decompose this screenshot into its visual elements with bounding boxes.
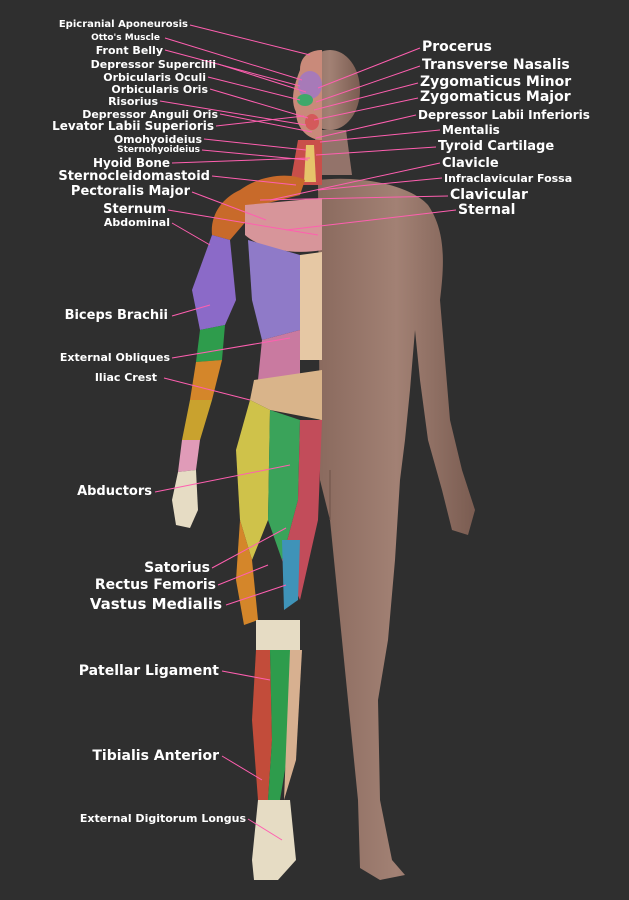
leader-line bbox=[247, 818, 283, 841]
leader-line bbox=[167, 209, 319, 236]
label-patellar-ligament: Patellar Ligament bbox=[78, 663, 219, 679]
leader-line bbox=[221, 670, 271, 681]
label-clavicular: Clavicular bbox=[450, 187, 528, 203]
label-depressor-labii-inferioris: Depressor Labii Inferioris bbox=[418, 108, 590, 122]
label-mentalis: Mentalis bbox=[442, 123, 500, 137]
label-clavicle: Clavicle bbox=[442, 156, 499, 171]
leader-line bbox=[189, 24, 311, 56]
label-satorius: Satorius bbox=[144, 560, 210, 576]
leader-line bbox=[191, 191, 267, 221]
leader-lines bbox=[154, 24, 457, 841]
leader-line bbox=[203, 138, 307, 151]
leader-line bbox=[171, 157, 311, 164]
leader-line bbox=[217, 564, 269, 586]
leader-line bbox=[171, 337, 291, 359]
label-pectoralis-major: Pectoralis Major bbox=[70, 184, 190, 199]
leader-line bbox=[221, 755, 263, 781]
leader-line bbox=[154, 464, 291, 493]
leader-line bbox=[317, 177, 443, 191]
label-tibialis-anterior: Tibialis Anterior bbox=[92, 748, 219, 764]
label-external-digitorum-longus: External Digitorum Longus bbox=[79, 812, 246, 825]
label-infraclavicular-fossa: Infraclavicular Fossa bbox=[444, 172, 573, 185]
label-iliac-crest: Iliac Crest bbox=[94, 371, 157, 384]
label-levator-labii-superioris: Levator Labii Superioris bbox=[52, 119, 214, 133]
label-zygomaticus-minor: Zygomaticus Minor bbox=[420, 74, 572, 90]
leader-line bbox=[319, 129, 441, 143]
leader-line bbox=[171, 222, 211, 246]
label-front-belly: Front Belly bbox=[95, 44, 163, 57]
leader-line bbox=[215, 115, 305, 127]
label-sternal: Sternal bbox=[458, 202, 516, 218]
muscle-half bbox=[172, 50, 322, 880]
label-procerus: Procerus bbox=[422, 39, 492, 55]
leader-line bbox=[211, 527, 287, 569]
label-abdominal: Abdominal bbox=[103, 216, 170, 229]
label-ottos-muscle: Otto's Muscle bbox=[91, 33, 160, 43]
leader-line bbox=[217, 63, 307, 93]
label-orbicularis-oris: Orbicularis Oris bbox=[111, 83, 208, 96]
label-sternohyoideius: Sternohyoideius bbox=[117, 145, 200, 155]
leader-line bbox=[209, 88, 309, 119]
label-biceps-brachii: Biceps Brachii bbox=[64, 308, 168, 323]
leader-line bbox=[164, 37, 303, 81]
label-zygomaticus-major: Zygomaticus Major bbox=[420, 89, 571, 105]
label-depressor-anguli-oris: Depressor Anguli Oris bbox=[82, 108, 218, 121]
leader-line bbox=[285, 209, 457, 231]
label-external-obliques: External Obliques bbox=[59, 351, 170, 364]
leader-line bbox=[315, 65, 421, 103]
leader-line bbox=[259, 195, 449, 201]
leader-line bbox=[225, 584, 287, 606]
leader-line bbox=[159, 100, 307, 126]
label-sternum: Sternum bbox=[103, 202, 166, 217]
label-risorius: Risorius bbox=[108, 95, 158, 108]
leader-line bbox=[219, 113, 313, 133]
leader-line bbox=[163, 377, 251, 401]
label-abductors: Abductors bbox=[77, 484, 152, 499]
label-depressor-supercilii: Depressor Supercilii bbox=[90, 58, 216, 71]
label-omohyoideius: Omohyoideius bbox=[113, 133, 202, 146]
label-rectus-femoris: Rectus Femoris bbox=[94, 577, 216, 593]
leader-line bbox=[164, 49, 301, 87]
label-orbicularis-oculi: Orbicularis Oculi bbox=[103, 71, 206, 84]
leader-line bbox=[207, 76, 301, 101]
leader-line bbox=[211, 175, 297, 186]
leader-line bbox=[317, 47, 421, 89]
leader-line bbox=[313, 97, 419, 121]
leader-line bbox=[269, 162, 441, 201]
leader-line bbox=[171, 304, 211, 317]
leader-line bbox=[315, 114, 417, 139]
label-transverse-nasalis: Transverse Nasalis bbox=[422, 57, 570, 73]
label-epicranial-aponeurosis: Epicranial Aponeurosis bbox=[58, 19, 188, 30]
leader-line bbox=[313, 82, 419, 111]
leader-line bbox=[315, 146, 437, 156]
label-sternocleidomastoid: Sternocleidomastoid bbox=[58, 169, 210, 184]
label-tyroid-cartilage: Tyroid Cartilage bbox=[438, 139, 555, 154]
label-vastus-medialis: Vastus Medialis bbox=[89, 595, 222, 613]
label-hyoid-bone: Hyoid Bone bbox=[92, 156, 170, 170]
